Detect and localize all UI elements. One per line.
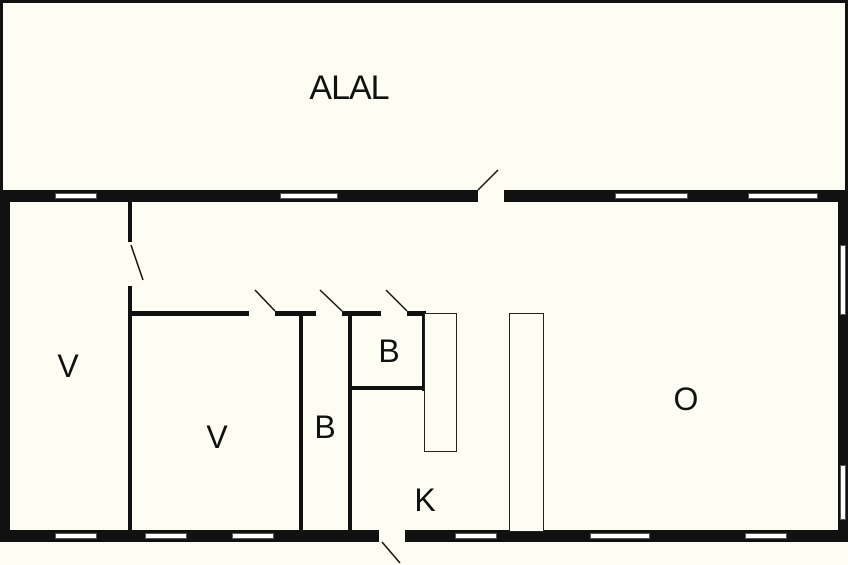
room-label-bedroom-middle: V [206,419,228,455]
window-right-2 [840,465,846,520]
window-top-3 [615,193,688,199]
terrace-top-border [0,0,848,3]
door-left-bedroom-opening [126,242,134,286]
window-right-1 [840,245,846,315]
wall-bath-kitchen [348,316,352,530]
door-terrace-opening [478,190,504,202]
wall-corridor-horizontal [130,311,426,316]
room-label-bedroom-left: V [57,348,79,384]
window-top-4 [748,193,818,199]
room-label-bath-middle: B [314,409,336,445]
window-bottom-4 [455,533,497,539]
room-label-bath-small: B [378,333,400,369]
window-bottom-3 [232,533,274,539]
left-exterior-wall [0,190,10,542]
window-bottom-1 [55,533,97,539]
terrace-left-border [0,0,3,196]
right-exterior-wall [838,190,848,542]
terrace-right-border [845,0,848,196]
door-small-bath-opening [381,309,407,318]
door-bedroom-opening [249,309,275,318]
wall-small-bath-bottom [350,386,426,390]
wall-bedroom-bath [299,316,303,530]
room-label-terrace: ALAL [309,69,389,107]
room-label-kitchen: K [414,482,436,518]
room-label-living: O [673,381,699,417]
window-top-1 [55,193,97,199]
window-bottom-6 [745,533,787,539]
door-entrance-opening [379,530,405,542]
door-bath-opening [316,309,342,318]
wall-left-bedroom-divider [128,202,132,530]
window-bottom-5 [590,533,650,539]
window-bottom-2 [145,533,187,539]
window-top-2 [280,193,338,199]
kitchen-counter-right [509,313,544,532]
kitchen-counter-left [424,313,457,452]
